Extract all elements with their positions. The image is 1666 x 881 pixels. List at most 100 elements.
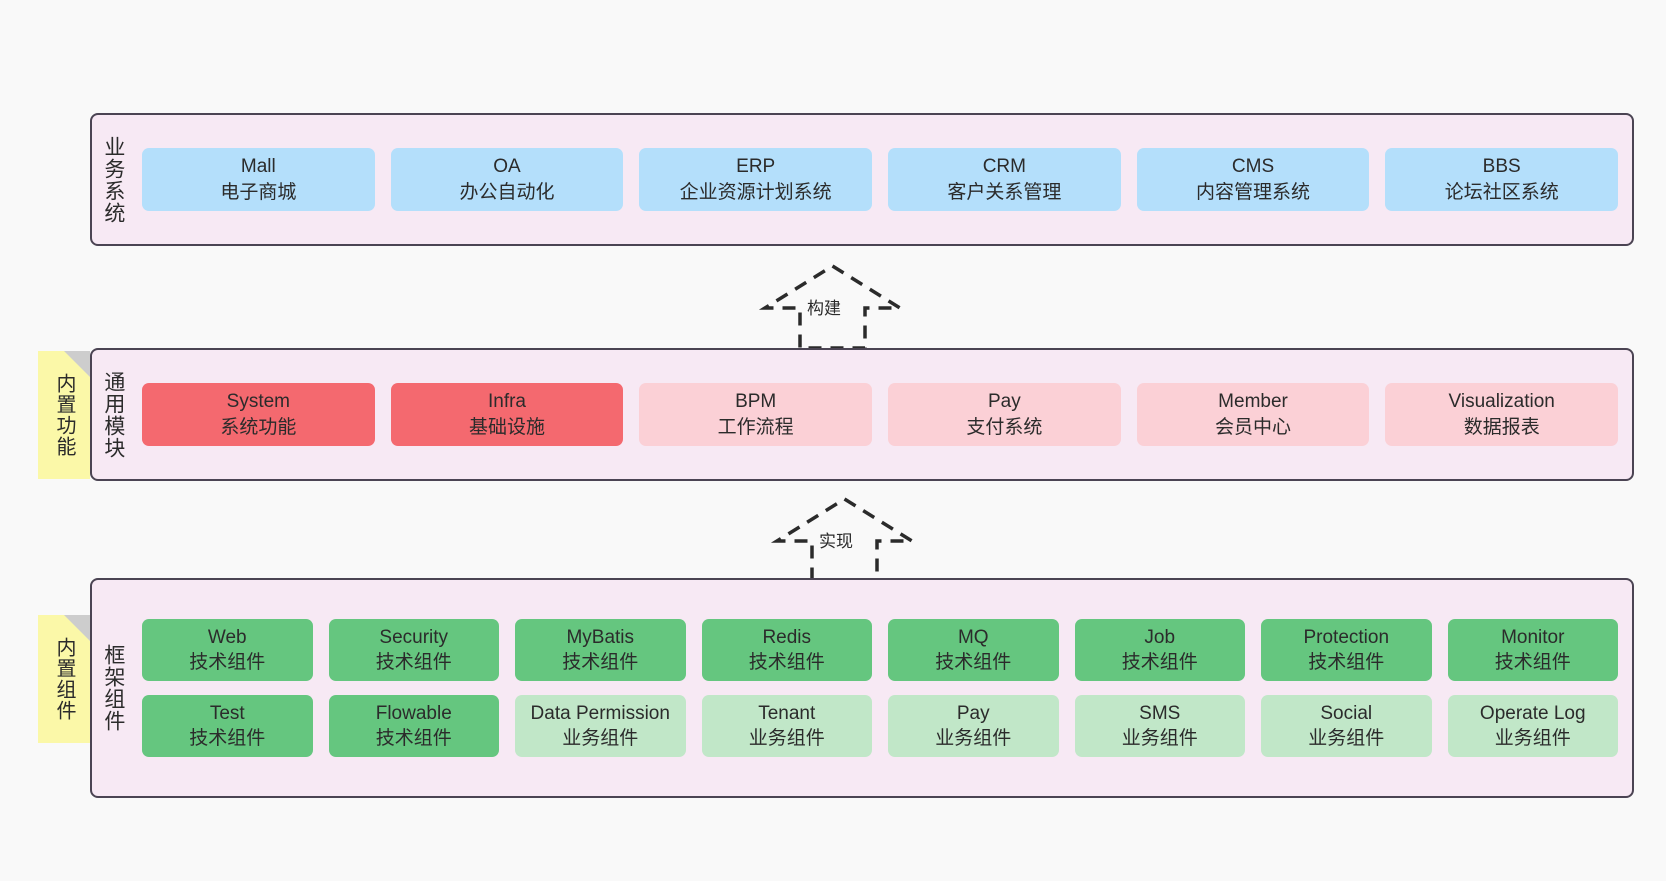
note-builtin-function: 内置功能 bbox=[38, 351, 90, 479]
card-title-cn: 技术组件 bbox=[748, 651, 825, 673]
card-title-cn: 业务组件 bbox=[562, 728, 639, 750]
card-title-en: Pay bbox=[987, 391, 1021, 413]
card-system[interactable]: System 系统功能 bbox=[142, 383, 375, 446]
card-title-en: CRM bbox=[982, 156, 1026, 178]
card-row: Test 技术组件 Flowable 技术组件 Data Permission … bbox=[142, 695, 1618, 758]
card-title-cn: 业务组件 bbox=[748, 728, 825, 750]
card-title-cn: 内容管理系统 bbox=[1196, 181, 1311, 203]
card-title-en: Tenant bbox=[758, 703, 816, 724]
card-title-cn: 支付系统 bbox=[966, 416, 1043, 438]
card-title-cn: 业务组件 bbox=[1121, 728, 1198, 750]
card-pay-component[interactable]: Pay 业务组件 bbox=[888, 695, 1059, 758]
card-row: Web 技术组件 Security 技术组件 MyBatis 技术组件 Redi… bbox=[142, 618, 1618, 681]
card-data-permission[interactable]: Data Permission 业务组件 bbox=[515, 695, 686, 758]
card-title-en: Redis bbox=[762, 626, 812, 648]
card-mall[interactable]: Mall 电子商城 bbox=[142, 148, 375, 211]
card-title-en: MyBatis bbox=[566, 626, 635, 648]
folded-corner-icon bbox=[64, 615, 90, 641]
card-title-en: BPM bbox=[735, 391, 777, 413]
card-title-en: Job bbox=[1144, 626, 1176, 648]
card-operate-log[interactable]: Operate Log 业务组件 bbox=[1447, 695, 1618, 758]
card-title-cn: 技术组件 bbox=[562, 651, 639, 673]
card-bbs[interactable]: BBS 论坛社区系统 bbox=[1385, 148, 1619, 211]
layer-common-module: 通用模块 System 系统功能 Infra 基础设施 BPM 工作流程 Pay… bbox=[90, 348, 1634, 481]
note-label: 内置功能 bbox=[53, 373, 75, 457]
card-protection[interactable]: Protection 技术组件 bbox=[1261, 618, 1432, 681]
card-bpm[interactable]: BPM 工作流程 bbox=[639, 383, 873, 446]
card-oa[interactable]: OA 办公自动化 bbox=[390, 148, 624, 211]
card-title-cn: 论坛社区系统 bbox=[1444, 181, 1559, 203]
card-flowable[interactable]: Flowable 技术组件 bbox=[328, 695, 499, 758]
card-title-cn: 工作流程 bbox=[717, 416, 794, 438]
card-title-cn: 系统功能 bbox=[220, 416, 297, 438]
card-redis[interactable]: Redis 技术组件 bbox=[701, 618, 872, 681]
card-title-cn: 技术组件 bbox=[935, 651, 1012, 673]
card-title-cn: 办公自动化 bbox=[459, 181, 555, 203]
card-title-cn: 业务组件 bbox=[1308, 728, 1385, 750]
card-sms[interactable]: SMS 业务组件 bbox=[1074, 695, 1245, 758]
card-title-cn: 技术组件 bbox=[189, 728, 266, 750]
layer-framework-component: 框架组件 Web 技术组件 Security 技术组件 MyBatis 技术组件… bbox=[90, 578, 1634, 798]
card-title-cn: 电子商城 bbox=[220, 181, 297, 203]
card-title-en: Visualization bbox=[1448, 391, 1555, 413]
layer-body-business-system: Mall 电子商城 OA 办公自动化 ERP 企业资源计划系统 CRM 客户关系… bbox=[134, 115, 1632, 244]
card-title-en: Test bbox=[209, 703, 245, 724]
card-crm[interactable]: CRM 客户关系管理 bbox=[888, 148, 1121, 211]
connector-implement: 实现 bbox=[770, 495, 919, 583]
card-title-cn: 会员中心 bbox=[1215, 416, 1292, 438]
card-mybatis[interactable]: MyBatis 技术组件 bbox=[515, 618, 686, 681]
card-member[interactable]: Member 会员中心 bbox=[1136, 383, 1370, 446]
card-title-en: Monitor bbox=[1501, 626, 1565, 648]
card-row: Mall 电子商城 OA 办公自动化 ERP 企业资源计划系统 CRM 客户关系… bbox=[142, 148, 1619, 211]
card-title-cn: 技术组件 bbox=[1494, 651, 1571, 673]
card-title-cn: 技术组件 bbox=[189, 651, 266, 673]
connector-label-implement: 实现 bbox=[816, 527, 856, 552]
layer-title-framework-component: 框架组件 bbox=[101, 644, 125, 732]
card-erp[interactable]: ERP 企业资源计划系统 bbox=[639, 148, 873, 211]
note-label: 内置组件 bbox=[53, 637, 75, 721]
card-title-cn: 技术组件 bbox=[1121, 651, 1198, 673]
card-title-cn: 技术组件 bbox=[1308, 651, 1385, 673]
card-title-en: Member bbox=[1218, 391, 1288, 413]
layer-body-framework-component: Web 技术组件 Security 技术组件 MyBatis 技术组件 Redi… bbox=[134, 580, 1632, 796]
card-cms[interactable]: CMS 内容管理系统 bbox=[1136, 148, 1370, 211]
card-title-en: Infra bbox=[487, 391, 527, 413]
card-title-en: CMS bbox=[1231, 156, 1275, 178]
card-title-en: Flowable bbox=[375, 703, 452, 724]
card-social[interactable]: Social 业务组件 bbox=[1261, 695, 1432, 758]
card-title-en: MQ bbox=[957, 626, 989, 648]
card-title-en: Protection bbox=[1303, 626, 1390, 648]
layer-business-system: 业务系统 Mall 电子商城 OA 办公自动化 ERP 企业资源计划系统 CRM… bbox=[90, 113, 1634, 246]
card-web[interactable]: Web 技术组件 bbox=[142, 618, 313, 681]
card-title-en: ERP bbox=[736, 156, 776, 178]
card-title-en: Operate Log bbox=[1479, 703, 1586, 724]
layer-title-common-module: 通用模块 bbox=[101, 370, 125, 459]
card-title-en: Social bbox=[1320, 703, 1373, 724]
card-row: System 系统功能 Infra 基础设施 BPM 工作流程 Pay 支付系统… bbox=[142, 383, 1619, 446]
card-title-cn: 企业资源计划系统 bbox=[679, 181, 832, 203]
card-title-en: OA bbox=[493, 156, 521, 178]
card-title-en: BBS bbox=[1482, 156, 1521, 178]
card-visualization[interactable]: Visualization 数据报表 bbox=[1385, 383, 1619, 446]
card-infra[interactable]: Infra 基础设施 bbox=[390, 383, 624, 446]
card-title-en: Security bbox=[379, 626, 449, 648]
note-builtin-component: 内置组件 bbox=[38, 615, 90, 743]
card-title-en: System bbox=[226, 391, 291, 413]
card-title-cn: 技术组件 bbox=[375, 728, 452, 750]
card-title-en: Data Permission bbox=[530, 703, 670, 724]
card-test[interactable]: Test 技术组件 bbox=[142, 695, 313, 758]
card-title-cn: 业务组件 bbox=[935, 728, 1012, 750]
card-title-en: SMS bbox=[1139, 703, 1181, 724]
card-monitor[interactable]: Monitor 技术组件 bbox=[1447, 618, 1618, 681]
card-title-cn: 技术组件 bbox=[375, 651, 452, 673]
card-security[interactable]: Security 技术组件 bbox=[328, 618, 499, 681]
card-mq[interactable]: MQ 技术组件 bbox=[888, 618, 1059, 681]
layer-title-business-system: 业务系统 bbox=[101, 135, 125, 224]
card-pay[interactable]: Pay 支付系统 bbox=[888, 383, 1121, 446]
card-title-cn: 业务组件 bbox=[1494, 728, 1571, 750]
card-tenant[interactable]: Tenant 业务组件 bbox=[701, 695, 872, 758]
card-job[interactable]: Job 技术组件 bbox=[1074, 618, 1245, 681]
card-title-cn: 基础设施 bbox=[469, 416, 546, 438]
layer-body-common-module: System 系统功能 Infra 基础设施 BPM 工作流程 Pay 支付系统… bbox=[134, 350, 1632, 479]
card-title-en: Pay bbox=[956, 703, 990, 724]
